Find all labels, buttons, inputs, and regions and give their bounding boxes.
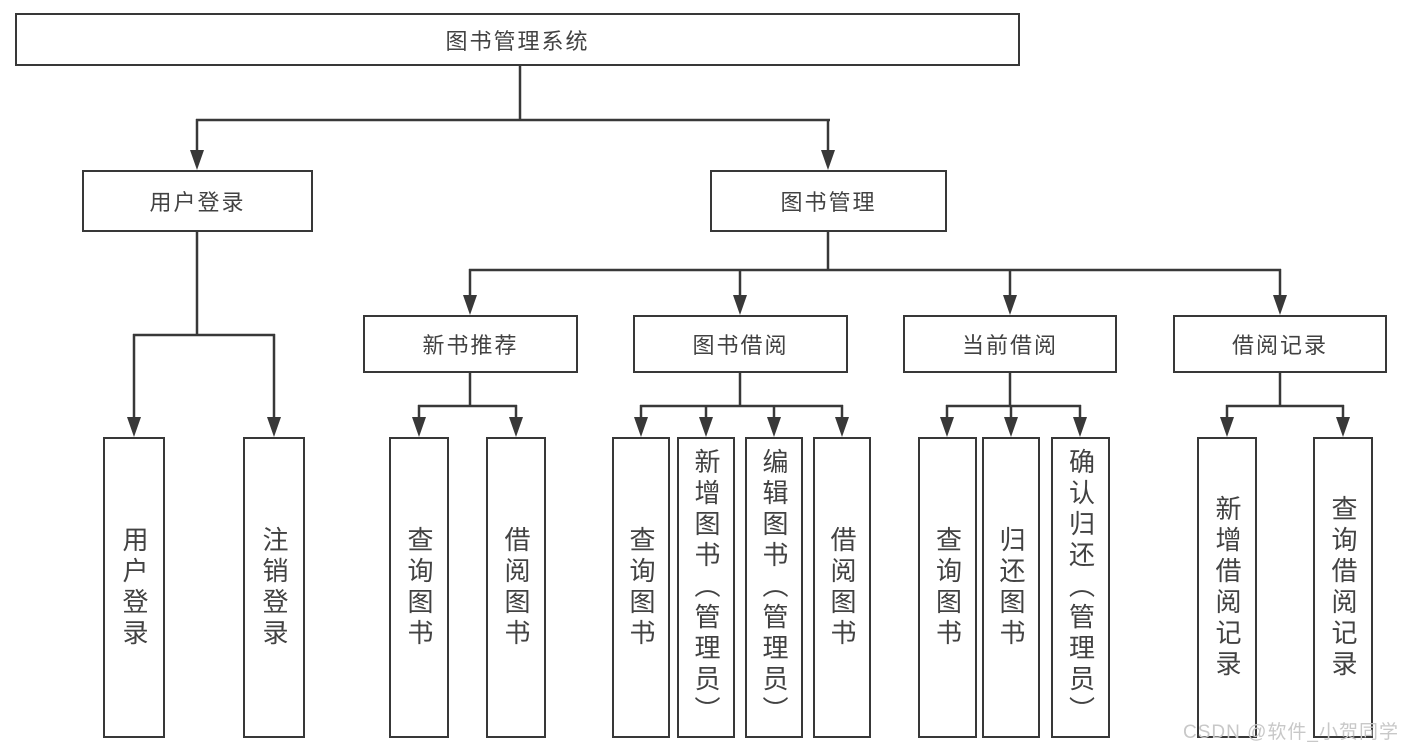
leaf-logout-label: 注销登录	[259, 525, 289, 650]
leaf-records-add-record: 新增借阅记录	[1197, 437, 1257, 738]
leaf-borrow-borrow-books-label: 借阅图书	[827, 525, 857, 650]
leaf-records-query-record: 查询借阅记录	[1313, 437, 1373, 738]
leaf-user-login-label: 用户登录	[119, 525, 149, 650]
node-book-management: 图书管理	[710, 170, 947, 232]
leaf-borrow-edit-books-admin: 编辑图书（管理员）	[745, 437, 803, 738]
leaf-user-login: 用户登录	[103, 437, 165, 738]
node-borrow-records-label: 借阅记录	[1231, 333, 1328, 358]
leaf-borrow-query-books-label: 查询图书	[626, 525, 656, 650]
leaf-current-query-books-label: 查询图书	[932, 525, 963, 650]
leaf-current-return-books: 归还图书	[982, 437, 1040, 738]
leaf-current-confirm-return-admin: 确认归还（管理员）	[1051, 437, 1110, 738]
leaf-current-return-books-label: 归还图书	[996, 525, 1026, 650]
node-book-borrow-label: 图书借阅	[692, 333, 789, 358]
node-new-book-recommend-label: 新书推荐	[422, 333, 519, 358]
node-borrow-records: 借阅记录	[1173, 315, 1387, 373]
node-user-login: 用户登录	[82, 170, 313, 232]
leaf-logout: 注销登录	[243, 437, 305, 738]
node-current-borrow-label: 当前借阅	[961, 333, 1058, 358]
node-user-login-label: 用户登录	[149, 190, 246, 215]
leaf-borrow-query-books: 查询图书	[612, 437, 670, 738]
node-new-book-recommend: 新书推荐	[363, 315, 578, 373]
leaf-current-query-books: 查询图书	[918, 437, 977, 738]
leaf-records-add-record-label: 新增借阅记录	[1212, 494, 1242, 681]
node-current-borrow: 当前借阅	[903, 315, 1117, 373]
node-root-label: 图书管理系统	[445, 28, 590, 54]
leaf-borrow-borrow-books: 借阅图书	[813, 437, 871, 738]
node-book-borrow: 图书借阅	[633, 315, 848, 373]
leaf-borrow-add-books-admin: 新增图书（管理员）	[677, 437, 735, 738]
leaf-newbook-borrow-books: 借阅图书	[486, 437, 546, 738]
node-book-management-label: 图书管理	[780, 190, 877, 215]
leaf-records-query-record-label: 查询借阅记录	[1328, 494, 1358, 681]
csdn-watermark: CSDN @软件_小贺同学	[1183, 722, 1399, 743]
leaf-borrow-edit-books-admin-label: 编辑图书（管理员）	[759, 448, 789, 727]
leaf-newbook-borrow-books-label: 借阅图书	[501, 525, 531, 650]
leaf-newbook-query-books: 查询图书	[389, 437, 449, 738]
leaf-borrow-add-books-admin-label: 新增图书（管理员）	[691, 448, 721, 727]
leaf-current-confirm-return-admin-label: 确认归还（管理员）	[1065, 448, 1096, 727]
node-root: 图书管理系统	[15, 13, 1020, 66]
leaf-newbook-query-books-label: 查询图书	[404, 525, 434, 650]
